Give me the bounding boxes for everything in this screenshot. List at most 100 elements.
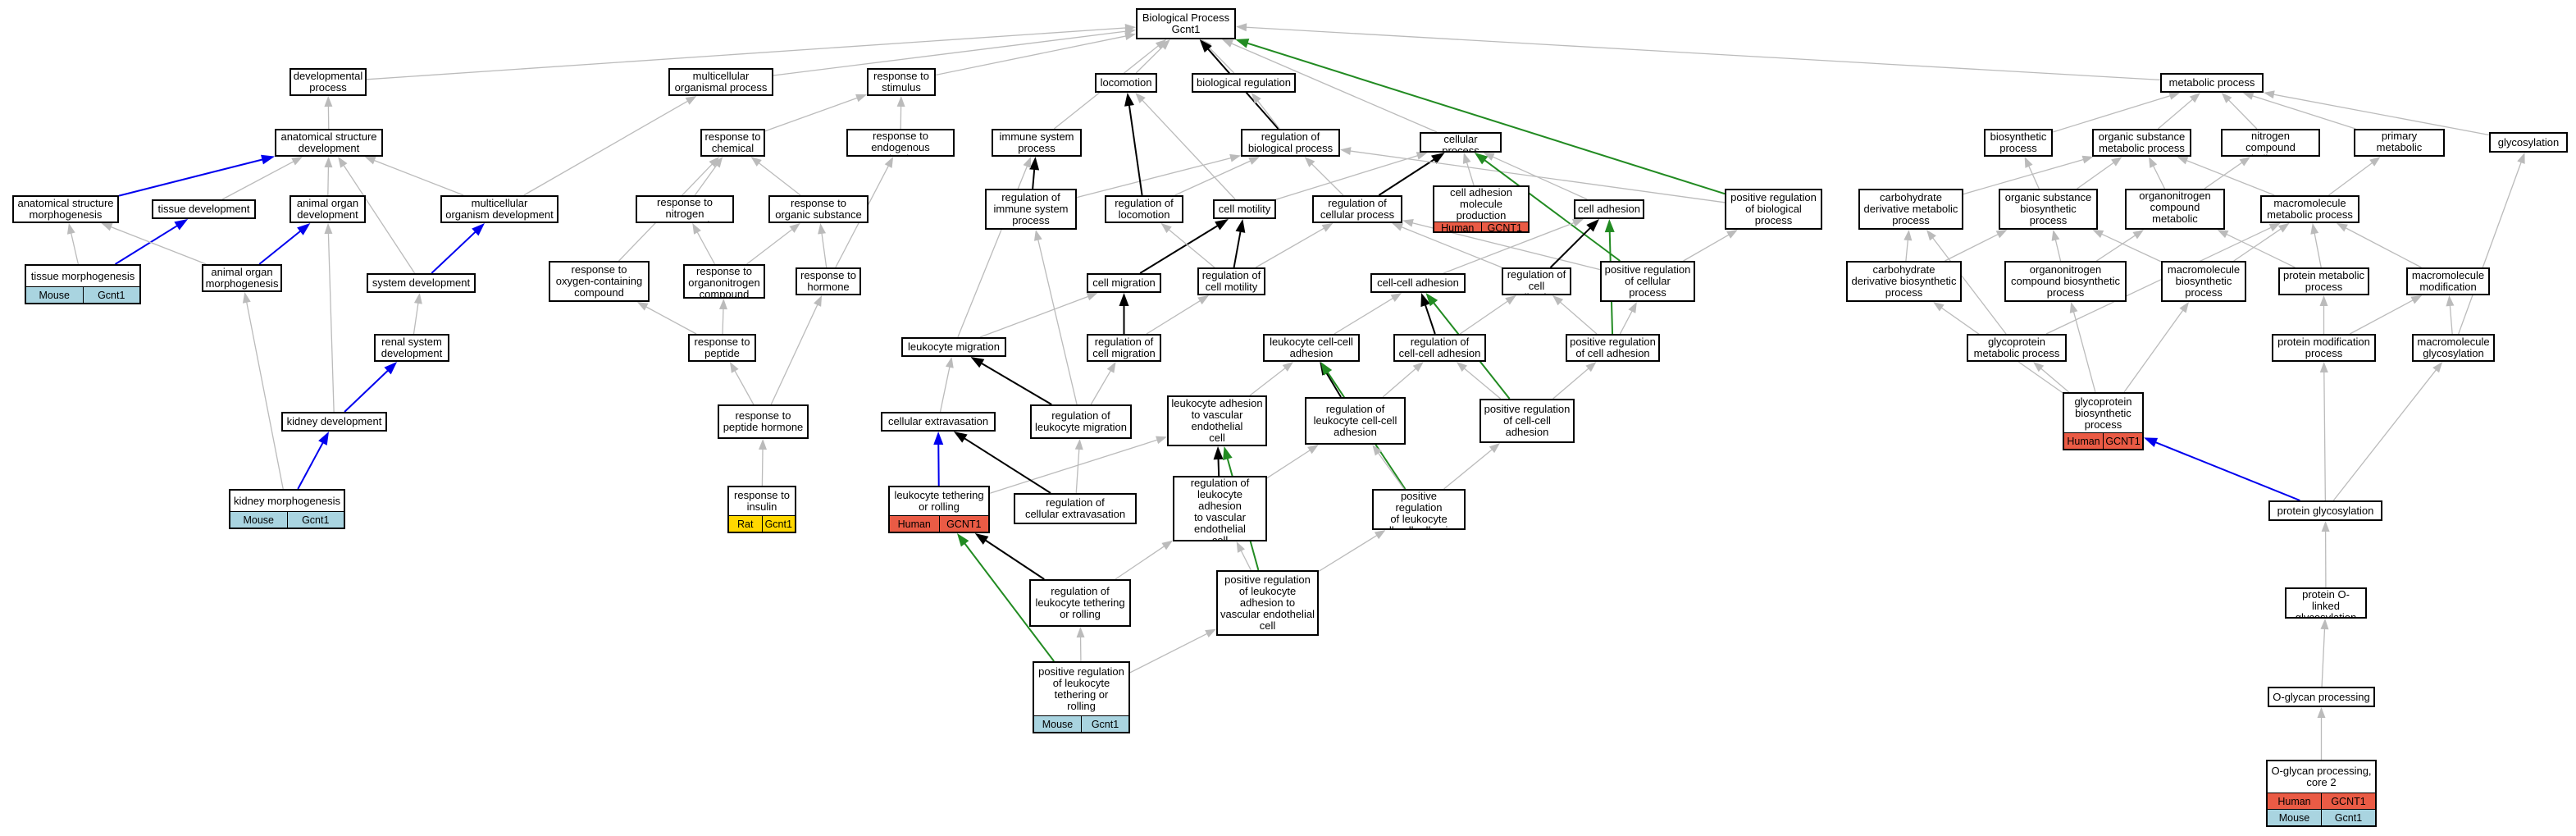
go-term-resp-nitro[interactable]: response to nitrogen compound — [636, 195, 734, 223]
go-term-locomotion[interactable]: locomotion — [1095, 73, 1157, 93]
go-term-pos-reg-cell-adh[interactable]: positive regulation of cell adhesion — [1566, 334, 1660, 362]
go-term-reg-cell-motility[interactable]: regulation of cell motility — [1197, 267, 1265, 295]
go-term-kidney-dev[interactable]: kidney development — [281, 412, 387, 432]
go-term-label: leukocyte cell-cell adhesion — [1270, 336, 1353, 359]
go-term-macro-mod[interactable]: macromolecule modification — [2406, 267, 2490, 295]
go-term-resp-hormone[interactable]: response to hormone — [796, 267, 861, 295]
go-term-macro-met[interactable]: macromolecule metabolic process — [2260, 195, 2359, 223]
go-term-cell-motility[interactable]: cell motility — [1213, 199, 1276, 219]
go-term-biosyn[interactable]: biosynthetic process — [1984, 129, 2053, 157]
go-term-anat-morph[interactable]: anatomical structure morphogenesis — [12, 195, 119, 223]
go-term-resp-endo[interactable]: response to endogenous stimulus — [846, 129, 955, 157]
go-term-label: regulation of cell adhesion — [1507, 268, 1566, 294]
go-term-multi-org[interactable]: multicellular organismal process — [668, 68, 773, 96]
go-term-macro-bio[interactable]: macromolecule biosynthetic process — [2161, 261, 2246, 302]
go-term-reg-leuk-mig[interactable]: regulation of leukocyte migration — [1030, 404, 1132, 439]
go-term-pos-reg-leuk-cc[interactable]: positive regulation of leukocyte cell-ce… — [1372, 489, 1466, 530]
go-term-label: biosynthetic process — [1990, 130, 2047, 154]
go-term-prim-met[interactable]: primary metabolic process — [2354, 129, 2445, 157]
arrowhead — [1205, 628, 1216, 637]
go-term-label: regulation of cell-cell adhesion — [1398, 336, 1481, 359]
go-term-glycoprot-met[interactable]: glycoprotein metabolic process — [1967, 334, 2067, 362]
go-term-pos-reg-leuk-tether[interactable]: positive regulation of leukocyte tetheri… — [1033, 661, 1130, 733]
go-term-org-sub[interactable]: organic substance metabolic process — [2092, 129, 2191, 157]
go-term-leuk-cc-adh[interactable]: leukocyte cell-cell adhesion — [1263, 334, 1360, 362]
arrowhead — [2410, 295, 2423, 304]
arrowhead — [884, 157, 894, 168]
go-term-multi-org-dev[interactable]: multicellular organism development — [440, 195, 559, 223]
go-term-macro-glyco[interactable]: macromolecule glycosylation — [2412, 334, 2495, 362]
go-term-resp-oxy[interactable]: response to oxygen-containing compound — [549, 261, 650, 302]
go-term-label: protein glycosylation — [2277, 504, 2374, 517]
go-term-org-sub-bio[interactable]: organic substance biosynthetic process — [1999, 189, 2098, 230]
go-term-carb-deriv[interactable]: carbohydrate derivative metabolic proces… — [1858, 189, 1963, 230]
go-term-renal[interactable]: renal system development — [374, 334, 449, 362]
go-term-cell-proc[interactable]: cellular process — [1420, 132, 1502, 153]
go-term-bp[interactable]: Biological Process Gcnt1 — [1136, 8, 1236, 39]
go-term-dev-proc[interactable]: developmental process — [290, 68, 367, 96]
go-term-resp-organonitro[interactable]: response to organonitrogen compound — [683, 264, 765, 299]
go-term-reg-leuk-adh-vasc[interactable]: regulation of leukocyte adhesion to vasc… — [1173, 476, 1267, 541]
go-term-nitro[interactable]: nitrogen compound metabolic process — [2221, 129, 2320, 157]
go-term-prot-o-glyco[interactable]: protein O-linked glycosylation — [2285, 587, 2367, 619]
species-tag: Human — [890, 516, 939, 532]
go-term-reg-cell-mig[interactable]: regulation of cell migration — [1087, 334, 1161, 362]
go-term-carb-deriv-bio[interactable]: carbohydrate derivative biosynthetic pro… — [1846, 261, 1962, 302]
go-term-reg-immune[interactable]: regulation of immune system process — [985, 189, 1077, 230]
go-term-resp-org-sub[interactable]: response to organic substance — [768, 195, 869, 223]
go-term-reg-cell-proc[interactable]: regulation of cellular process — [1312, 195, 1402, 223]
edge-reg_cell_adh-to-reg_cell_proc — [1400, 226, 1502, 268]
go-term-resp-pep-hormone[interactable]: response to peptide hormone — [718, 404, 809, 439]
go-term-pos-reg-bio[interactable]: positive regulation of biological proces… — [1725, 189, 1822, 230]
edge-pos_reg_cell_adh-to-pos_reg_cell_proc — [1619, 309, 1634, 335]
go-term-leuk-adh-vasc[interactable]: leukocyte adhesion to vascular endotheli… — [1167, 395, 1267, 446]
go-term-organonitro[interactable]: organonitrogen compound metabolic proces… — [2125, 189, 2225, 230]
go-term-cell-extrav[interactable]: cellular extravasation — [881, 412, 996, 432]
go-term-bio-reg[interactable]: biological regulation — [1192, 73, 1296, 93]
go-term-cell-adh[interactable]: cell adhesion — [1574, 199, 1644, 219]
go-term-reg-leuk-tether[interactable]: regulation of leukocyte tethering or rol… — [1029, 579, 1131, 627]
go-term-pos-reg-cell-proc[interactable]: positive regulation of cellular process — [1600, 261, 1695, 302]
go-term-resp-peptide[interactable]: response to peptide — [688, 334, 756, 362]
go-term-immune[interactable]: immune system process — [992, 129, 1082, 157]
go-term-reg-leuk-cc[interactable]: regulation of leukocyte cell-cell adhesi… — [1305, 397, 1406, 445]
go-term-pos-reg-leuk-adh-vasc[interactable]: positive regulation of leukocyte adhesio… — [1216, 570, 1319, 636]
go-term-reg-cc-adh[interactable]: regulation of cell-cell adhesion — [1393, 334, 1486, 362]
go-term-anat-dev[interactable]: anatomical structure development — [275, 129, 383, 157]
go-term-o-glycan[interactable]: O-glycan processing — [2268, 687, 2375, 707]
go-term-animal-organ-dev[interactable]: animal organ development — [290, 195, 366, 223]
go-term-pos-reg-cc-adh[interactable]: positive regulation of cell-cell adhesio… — [1479, 399, 1575, 443]
arrowhead — [713, 157, 723, 168]
arrowhead — [2319, 362, 2328, 373]
go-term-tissue-dev[interactable]: tissue development — [152, 199, 256, 219]
edge-reg_cell_mig-to-reg_cell_motility — [1146, 299, 1201, 335]
edge-reg_leuk_adh_vasc-to-reg_leuk_cc — [1266, 449, 1311, 479]
go-term-organonitro-bio[interactable]: organonitrogen compound biosynthetic pro… — [2004, 261, 2127, 302]
go-term-reg-bio[interactable]: regulation of biological process — [1241, 129, 1340, 157]
go-term-reg-cell-adh[interactable]: regulation of cell adhesion — [1502, 267, 1571, 295]
go-term-resp-stim[interactable]: response to stimulus — [867, 68, 936, 96]
go-term-animal-organ-morph[interactable]: animal organ morphogenesis — [202, 264, 282, 292]
go-term-glycosyl[interactable]: glycosylation — [2489, 132, 2568, 153]
go-term-protein-glyco[interactable]: protein glycosylation — [2268, 500, 2382, 521]
go-term-protein-mod[interactable]: protein modification process — [2272, 334, 2376, 362]
go-term-metab[interactable]: metabolic process — [2160, 73, 2264, 93]
go-term-resp-chem[interactable]: response to chemical — [700, 129, 765, 157]
go-term-cell-cell-adh[interactable]: cell-cell adhesion — [1370, 273, 1466, 293]
go-term-reg-cell-extrav[interactable]: regulation of cellular extravasation — [1014, 493, 1137, 524]
go-term-system-dev[interactable]: system development — [367, 273, 476, 293]
edge-renal-to-system_dev — [413, 301, 419, 335]
go-term-reg-loco[interactable]: regulation of locomotion — [1105, 195, 1183, 223]
go-term-protein-met[interactable]: protein metabolic process — [2278, 267, 2369, 295]
go-term-leuk-mig[interactable]: leukocyte migration — [901, 337, 1006, 357]
edge-multi_org_dev-to-multi_org — [523, 99, 690, 196]
go-term-cell-migration[interactable]: cell migration — [1087, 273, 1161, 293]
edge-macro_glyco-to-macro_mod — [2449, 304, 2453, 335]
